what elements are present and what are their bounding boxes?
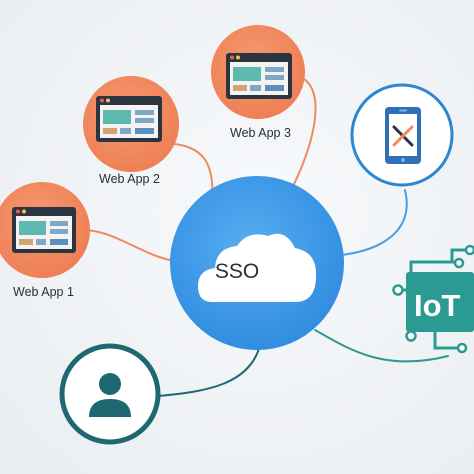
web-app-3-node[interactable] (211, 25, 305, 119)
mobile-node[interactable] (350, 83, 454, 187)
user-avatar-icon (89, 373, 131, 417)
web-app-3-label: Web App 3 (230, 126, 291, 140)
browser-window-icon (226, 53, 292, 99)
browser-window-icon (12, 207, 76, 253)
link-user (156, 344, 261, 397)
user-node[interactable] (59, 343, 161, 445)
web-app-1-label: Web App 1 (13, 285, 74, 299)
web-app-1-node[interactable] (0, 182, 90, 278)
web-app-2-node[interactable] (83, 76, 179, 172)
iot-node[interactable] (392, 244, 474, 354)
sso-hub[interactable] (170, 176, 344, 350)
link-iot (314, 329, 449, 363)
cloud-icon (198, 233, 317, 302)
sso-label: SSO (214, 260, 260, 283)
web-app-2-label: Web App 2 (99, 172, 160, 186)
browser-window-icon (96, 96, 162, 142)
iot-label: IoT (414, 288, 461, 323)
link-app3 (285, 77, 317, 201)
link-mobile (341, 189, 408, 256)
smartphone-icon (385, 107, 421, 164)
